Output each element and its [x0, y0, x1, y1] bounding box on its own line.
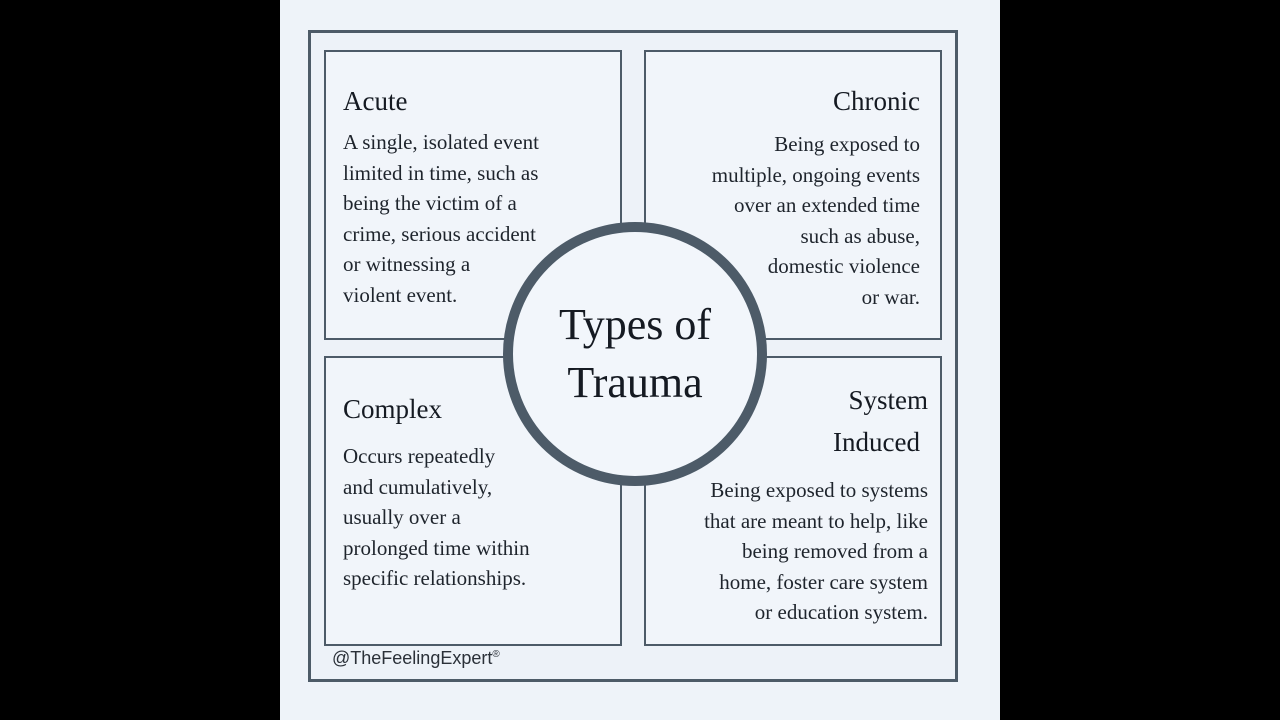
- text-line: multiple, ongoing events: [711, 162, 920, 187]
- text-line: or war.: [861, 284, 920, 309]
- credit-watermark: @TheFeelingExpert®: [332, 648, 500, 669]
- text-line: or education system.: [754, 600, 928, 624]
- title-line: Types of: [558, 300, 712, 349]
- text-line: being the victim of a: [343, 191, 517, 215]
- text-complex: Occurs repeatedly and cumulatively, usua…: [343, 441, 530, 594]
- heading-acute: Acute: [343, 80, 407, 122]
- text-line: usually over a: [343, 505, 461, 529]
- text-chronic: Being exposed to multiple, ongoing event…: [712, 129, 920, 312]
- text-system-induced: Being exposed to systems that are meant …: [704, 475, 928, 628]
- text-line: Being exposed to: [774, 132, 920, 156]
- heading-line: Induced: [833, 427, 920, 457]
- center-title-circle: Types of Trauma: [503, 222, 767, 486]
- text-line: specific relationships.: [343, 566, 527, 590]
- heading-line: System: [848, 385, 928, 415]
- text-line: being removed from a: [741, 539, 928, 563]
- infographic-card: Acute A single, isolated event limited i…: [280, 0, 1000, 720]
- title-line: Trauma: [567, 358, 703, 407]
- text-line: and cumulatively,: [343, 474, 493, 499]
- text-line: or witnessing a: [343, 252, 471, 276]
- heading-complex: Complex: [343, 388, 442, 430]
- heading-system-induced: System Induced: [833, 379, 928, 463]
- text-line: that are meant to help, like: [704, 508, 928, 533]
- credit-text: @TheFeelingExpert: [332, 648, 493, 668]
- text-line: domestic violence: [767, 254, 920, 278]
- text-line: violent event.: [343, 282, 458, 307]
- text-acute: A single, isolated event limited in time…: [343, 127, 539, 310]
- text-line: Occurs repeatedly: [343, 444, 496, 468]
- heading-line: Chronic: [833, 86, 920, 116]
- text-line: limited in time, such as: [343, 160, 539, 185]
- heading-chronic: Chronic: [833, 80, 920, 122]
- heading-line: Complex: [343, 394, 442, 424]
- text-line: Being exposed to systems: [710, 478, 928, 502]
- text-line: crime, serious accident: [343, 221, 536, 246]
- text-line: such as abuse,: [800, 223, 920, 248]
- text-line: A single, isolated event: [343, 130, 539, 154]
- registered-mark: ®: [492, 649, 500, 660]
- text-line: home, foster care system: [719, 569, 928, 594]
- text-line: prolonged time within: [343, 535, 530, 560]
- heading-line: Acute: [343, 86, 408, 116]
- text-line: over an extended time: [733, 193, 920, 217]
